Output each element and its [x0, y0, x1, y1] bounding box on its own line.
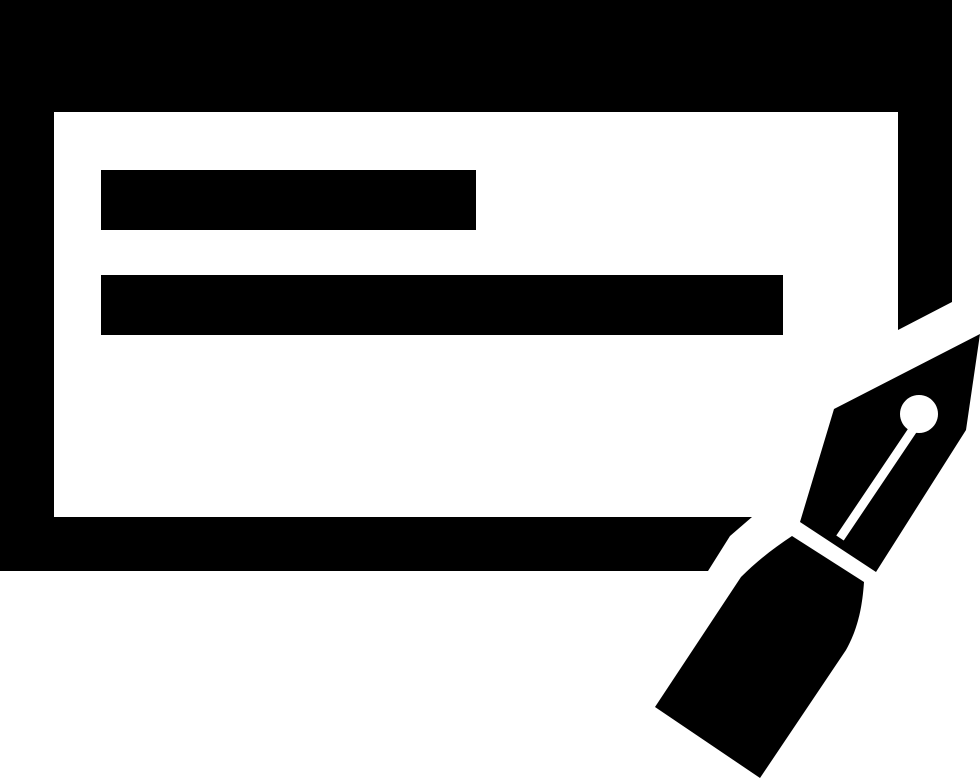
cheque-frame: [0, 0, 952, 571]
cheque-icon: [0, 0, 952, 571]
fountain-pen-icon: [655, 334, 980, 778]
cheque-text-line-short: [101, 170, 476, 230]
pen-nib: [800, 334, 980, 572]
cheque-text-line-long: [101, 275, 783, 335]
pen-grip: [655, 536, 864, 778]
nib-slit: [836, 425, 918, 541]
